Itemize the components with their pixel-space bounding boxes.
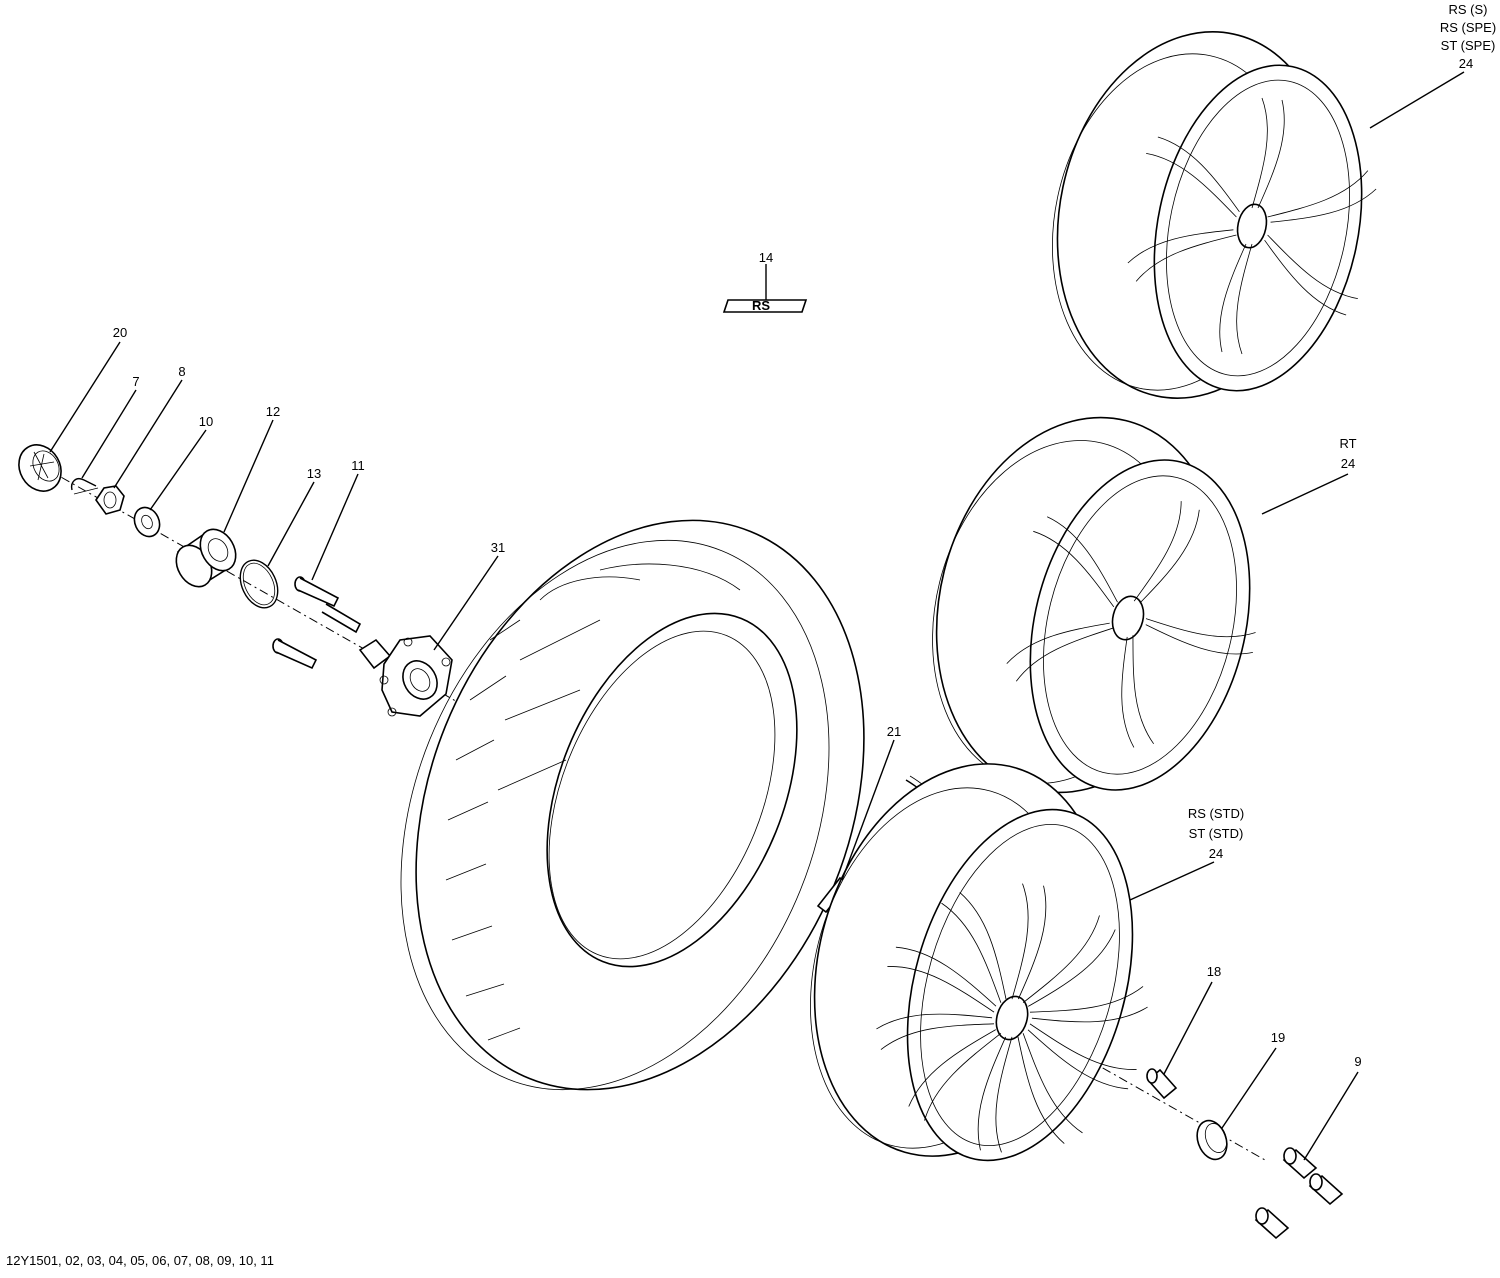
hub-cap-part-20 bbox=[18, 444, 62, 492]
wheel-top-number: 24 bbox=[1459, 56, 1473, 71]
wheel-bottom bbox=[810, 763, 1151, 1162]
callout-12: 12 bbox=[266, 404, 280, 419]
bearing-part-12 bbox=[175, 528, 237, 588]
wheel-middle-number: 24 bbox=[1341, 456, 1355, 471]
callout-14: 14 bbox=[759, 250, 773, 265]
wheel-middle-variant-1: RT bbox=[1339, 436, 1356, 451]
hub-part-31 bbox=[358, 635, 453, 717]
callout-31: 31 bbox=[491, 540, 505, 555]
wheel-top-variant-2: RS (SPE) bbox=[1440, 20, 1496, 35]
retaining-ring-part-13 bbox=[239, 559, 279, 609]
callout-10: 10 bbox=[199, 414, 213, 429]
decal-text: RS bbox=[752, 298, 770, 313]
wheel-top bbox=[1052, 31, 1380, 399]
callout-21: 21 bbox=[887, 724, 901, 739]
lug-nut-part-9-c bbox=[1254, 1207, 1290, 1240]
callout-18: 18 bbox=[1207, 964, 1221, 979]
lug-nut-part-9-b bbox=[1308, 1173, 1344, 1206]
callout-13: 13 bbox=[307, 466, 321, 481]
callout-19: 19 bbox=[1271, 1030, 1285, 1045]
tire bbox=[400, 519, 865, 1091]
wheel-top-variant-3: ST (SPE) bbox=[1441, 38, 1496, 53]
wheel-stud-upper-part-11 bbox=[294, 576, 362, 634]
cotter-pin-part-7 bbox=[70, 478, 99, 495]
wheel-bottom-variant-1: RS (STD) bbox=[1188, 806, 1244, 821]
callout-9: 9 bbox=[1354, 1054, 1361, 1069]
wheel-top-variant-1: RS (S) bbox=[1449, 2, 1488, 17]
wheel-stud-lower-part-11 bbox=[272, 638, 318, 670]
castle-nut-part-8 bbox=[95, 485, 125, 515]
assembly-axis bbox=[44, 467, 1266, 1161]
leader-lines bbox=[49, 71, 1465, 1161]
figure-code: 12Y1501, 02, 03, 04, 05, 06, 07, 08, 09,… bbox=[6, 1253, 274, 1268]
callout-8: 8 bbox=[178, 364, 185, 379]
callout-11: 11 bbox=[351, 458, 365, 473]
callouts: 20 7 8 10 12 13 11 31 14 21 18 19 9 RS (… bbox=[113, 2, 1496, 1069]
center-cap-part-19 bbox=[1196, 1119, 1228, 1161]
lug-nut-part-9-a bbox=[1282, 1147, 1318, 1180]
wheel-middle bbox=[932, 416, 1257, 794]
wheel-bottom-variant-2: ST (STD) bbox=[1189, 826, 1244, 841]
callout-20: 20 bbox=[113, 325, 127, 340]
decal-part-14: RS bbox=[722, 298, 808, 313]
valve-stem-part-18 bbox=[1146, 1068, 1178, 1100]
callout-7: 7 bbox=[132, 374, 139, 389]
wheel-bottom-number: 24 bbox=[1209, 846, 1223, 861]
washer-part-10 bbox=[133, 506, 161, 538]
